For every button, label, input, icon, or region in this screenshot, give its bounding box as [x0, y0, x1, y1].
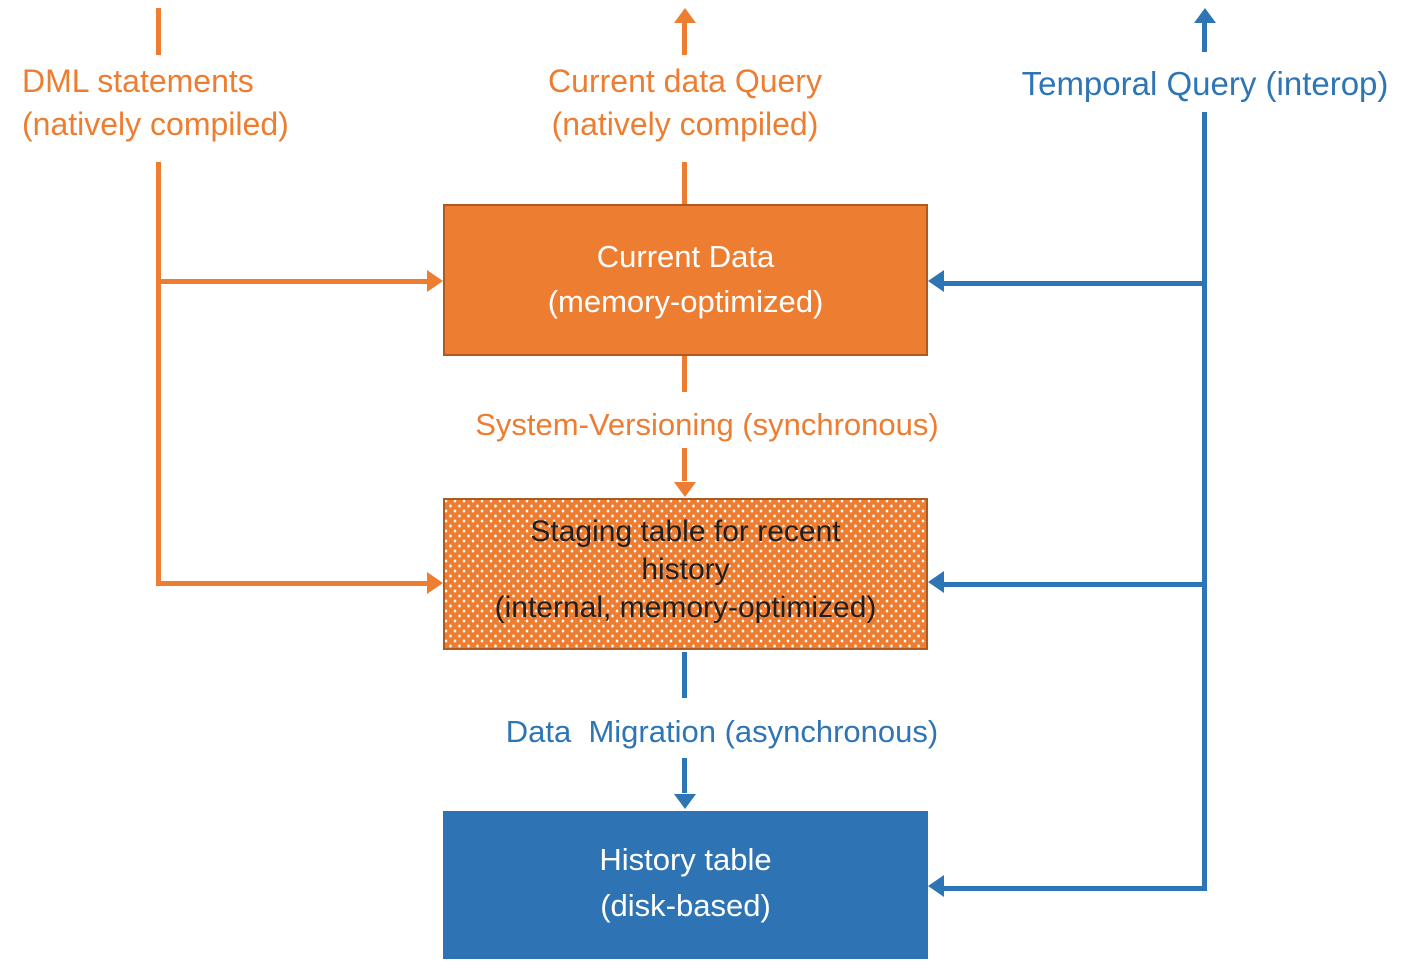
datamig-to-history-shaft	[682, 758, 687, 793]
datamig-to-history-arrowhead-icon	[674, 794, 696, 809]
current-data-box-line1: Current Data	[596, 239, 775, 274]
current-data-query-line1: Current data Query	[548, 63, 822, 99]
history-table-box: History table (disk-based)	[443, 811, 928, 959]
staging-table-box: Staging table for recent history (intern…	[443, 498, 928, 650]
temporal-query-main-line	[1202, 112, 1207, 891]
dml-line-main-segment	[156, 162, 161, 586]
history-table-box-line2: (disk-based)	[600, 888, 771, 923]
temporal-query-up-arrowhead-icon	[1194, 8, 1216, 23]
temporal-to-staging-line	[944, 582, 1207, 587]
dml-statements-line2: (natively compiled)	[22, 106, 289, 142]
current-query-up-arrowhead-icon	[674, 8, 696, 23]
dml-statements-line1: DML statements	[22, 63, 254, 99]
current-query-up-shaft	[682, 21, 687, 55]
dml-statements-label: DML statements (natively compiled)	[22, 60, 289, 146]
staging-to-datamig-line	[682, 652, 687, 698]
current-data-box-line2: (memory-optimized)	[547, 284, 824, 319]
current-data-box: Current Data (memory-optimized)	[443, 204, 928, 356]
temporal-to-staging-arrowhead-icon	[928, 571, 944, 593]
dml-to-current-arrowhead-icon	[427, 270, 443, 292]
current-query-to-box-line	[682, 162, 687, 204]
staging-table-box-line1: Staging table for recent	[530, 515, 841, 548]
staging-table-box-line2: history	[641, 553, 730, 586]
dml-line-top-segment	[156, 8, 161, 55]
temporal-to-history-line	[944, 886, 1207, 891]
data-migration-label: Data Migration (asynchronous)	[505, 714, 939, 749]
dml-to-staging-arrowhead-icon	[427, 572, 443, 594]
current-data-query-line2: (natively compiled)	[551, 106, 819, 142]
current-data-query-label: Current data Query (natively compiled)	[435, 60, 935, 146]
dml-to-current-line	[156, 279, 427, 284]
sysver-to-staging-shaft	[682, 448, 687, 481]
current-to-sysver-line	[682, 356, 687, 392]
staging-table-box-line3: (internal, memory-optimized)	[494, 591, 877, 624]
temporal-query-up-shaft	[1202, 21, 1207, 52]
temporal-to-current-arrowhead-icon	[928, 270, 944, 292]
temporal-query-label: Temporal Query (interop)	[1021, 65, 1389, 102]
system-versioning-label: System-Versioning (synchronous)	[475, 407, 939, 442]
temporal-to-current-line	[944, 281, 1207, 286]
temporal-to-history-arrowhead-icon	[928, 875, 944, 897]
dml-to-staging-line	[156, 581, 427, 586]
sysver-to-staging-arrowhead-icon	[674, 482, 696, 497]
history-table-box-line1: History table	[599, 842, 772, 877]
